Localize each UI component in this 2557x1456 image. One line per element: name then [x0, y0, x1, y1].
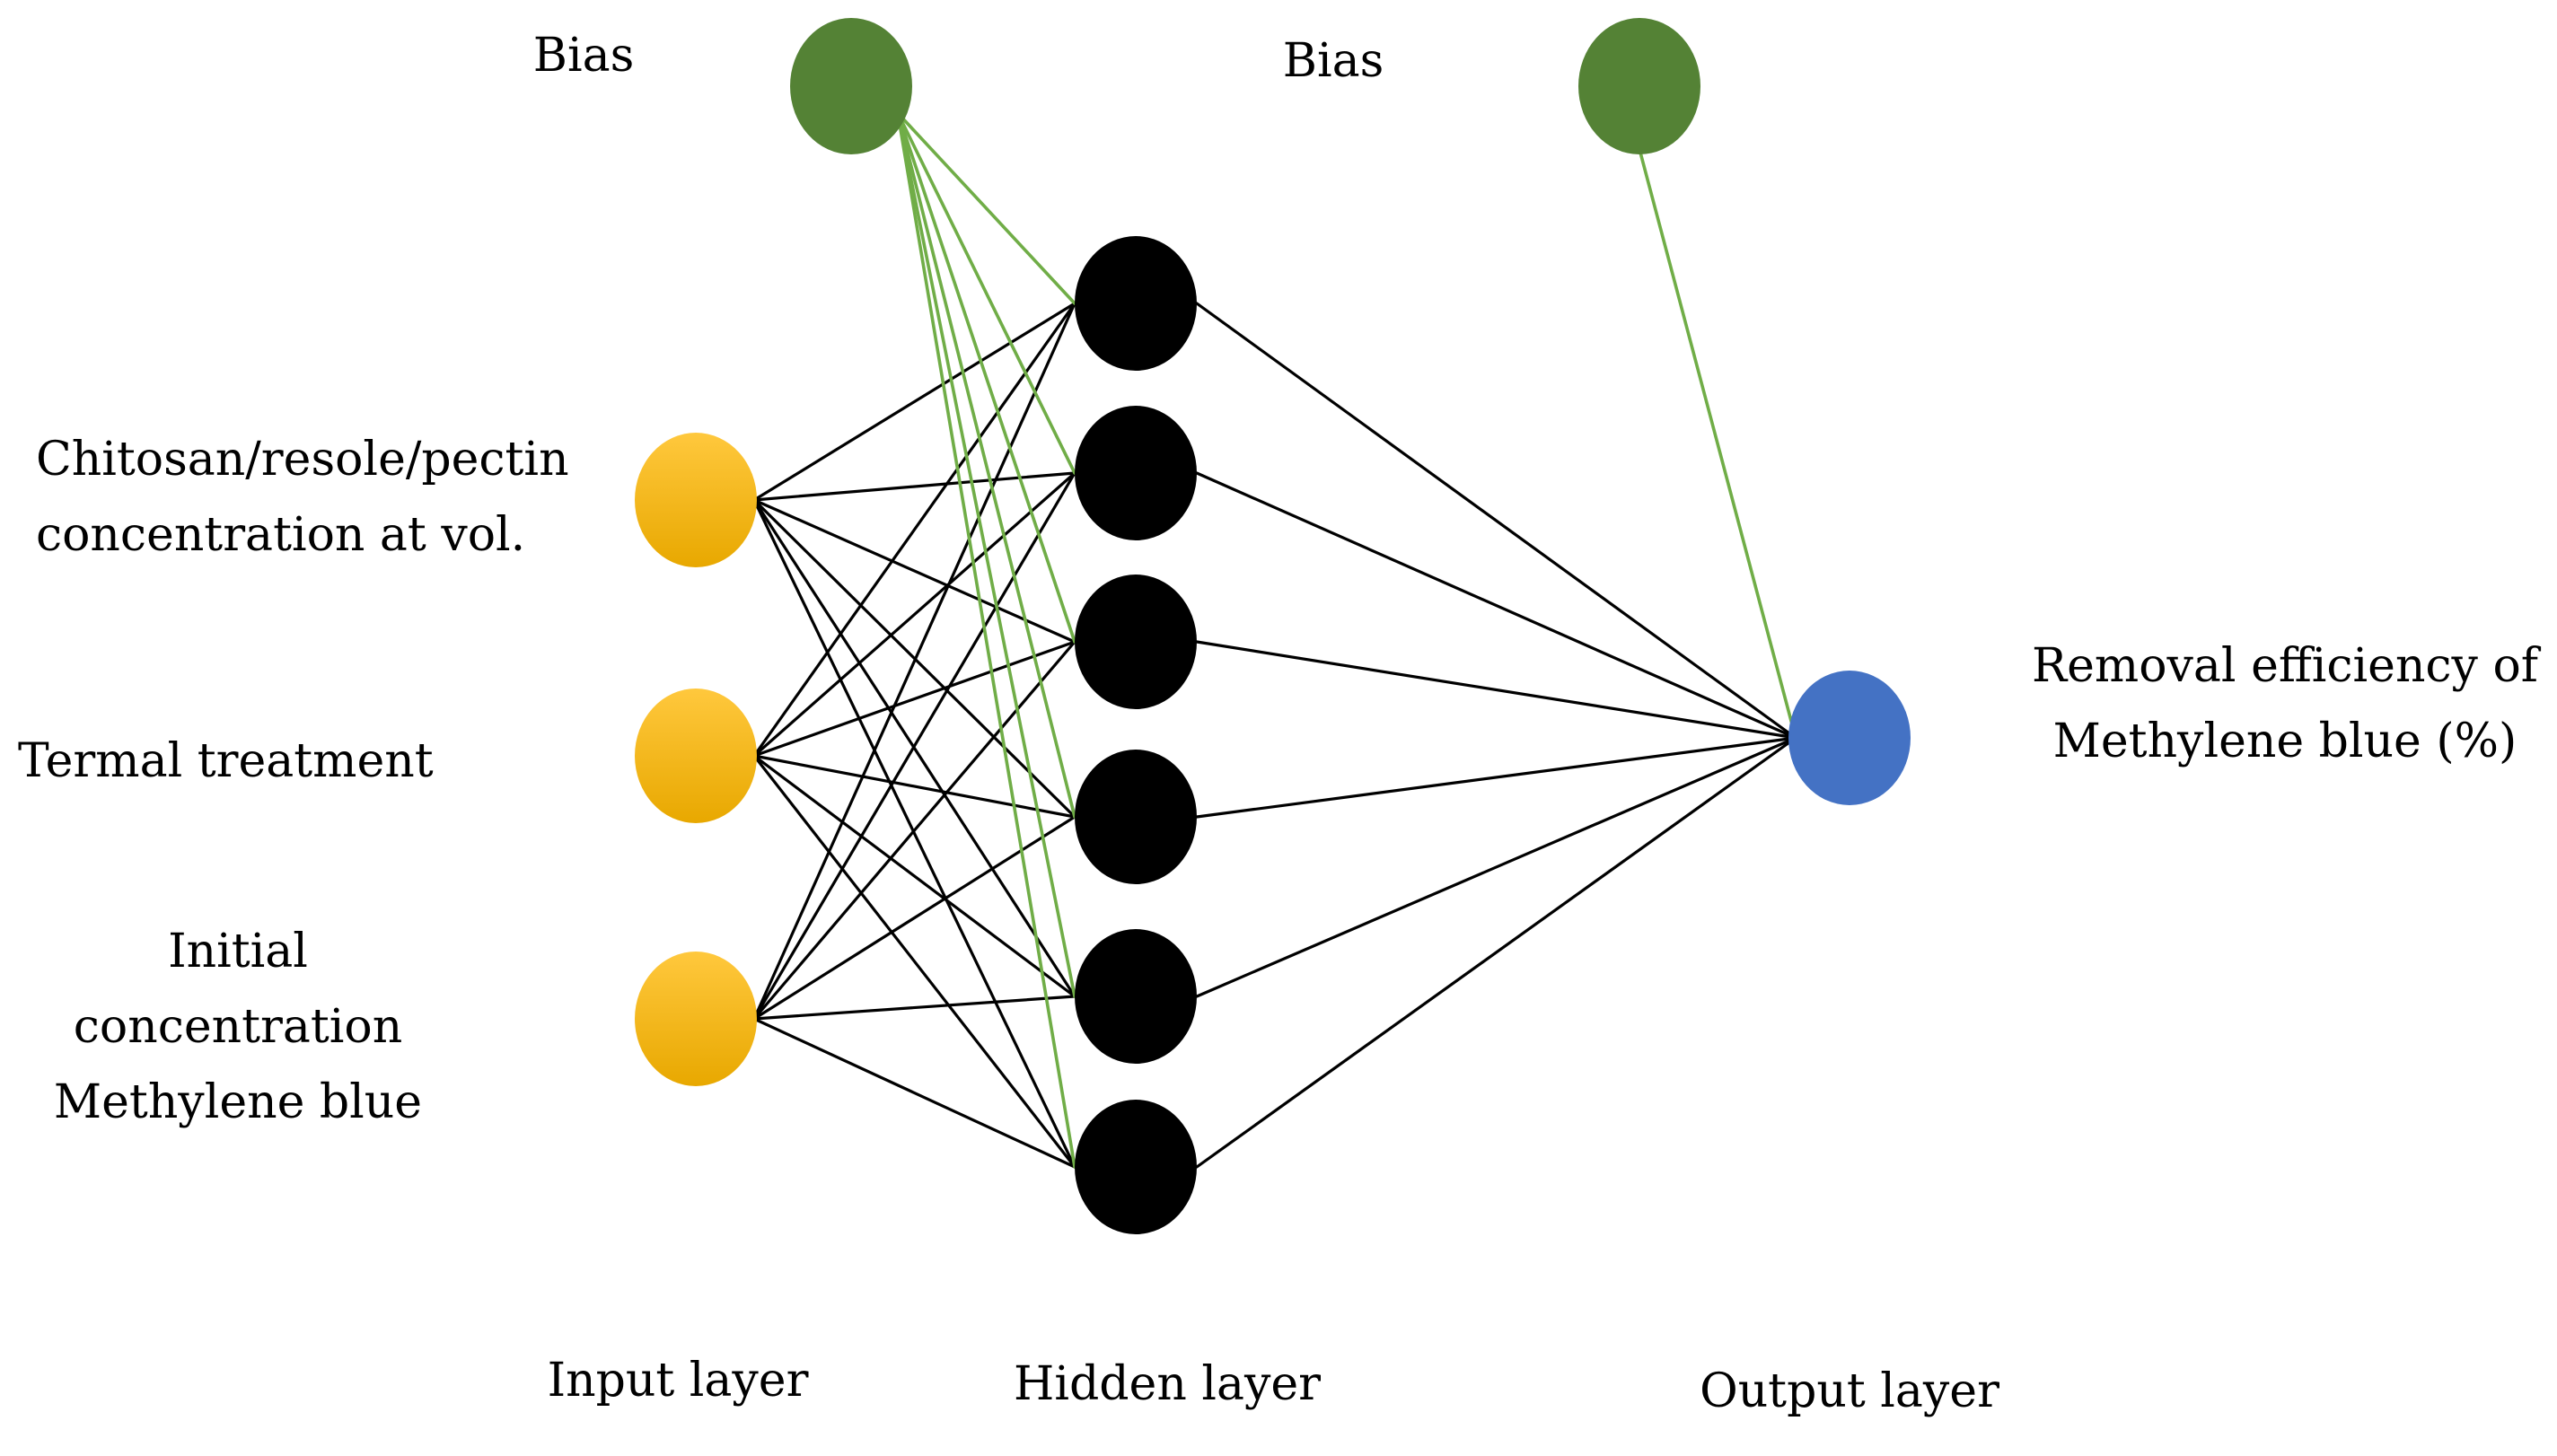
edge-hidden-4-output: [1195, 736, 1797, 819]
layer-label-hidden: Hidden layer: [1014, 1357, 1321, 1411]
hidden-node-3: [1075, 575, 1197, 709]
edge-bias-hidden-1: [896, 111, 1076, 305]
edge-input-3-hidden-1: [752, 302, 1076, 1021]
edge-input-1-hidden-6: [752, 498, 1076, 1169]
input-label-thermal: Termal treatment: [18, 734, 434, 788]
input-label-initial-concentration: Initial concentration Methylene blue: [53, 925, 423, 1129]
edge-input-2-hidden-2: [752, 471, 1076, 758]
input-node-1: [635, 433, 757, 567]
hidden-node-6: [1075, 1100, 1197, 1234]
edge-input-3-hidden-4: [752, 815, 1076, 1021]
edge-input-3-hidden-3: [752, 640, 1076, 1021]
edge-hidden-6-output: [1195, 736, 1797, 1169]
edge-hidden-1-output: [1195, 302, 1797, 740]
edge-input-2-hidden-5: [752, 754, 1076, 998]
output-label: Removal efficiency of Methylene blue (%): [2031, 639, 2539, 768]
hidden-node-1: [1075, 236, 1197, 371]
input-label-concentration: Chitosan/resole/pectin concentration at …: [36, 433, 569, 562]
layer-label-output: Output layer: [1700, 1364, 1999, 1418]
input-node-3: [635, 952, 757, 1086]
bias-label-left: Bias: [532, 29, 635, 83]
hidden-node-4: [1075, 750, 1197, 884]
hidden-node-2: [1075, 406, 1197, 540]
bias-label-right: Bias: [1282, 34, 1384, 88]
edge-hidden-2-output: [1195, 471, 1797, 740]
edge-input-3-hidden-2: [752, 471, 1076, 1021]
output-node: [1788, 671, 1911, 805]
edge-input-2-hidden-6: [752, 754, 1076, 1169]
bias-node-right: [1578, 18, 1700, 154]
edge-bias-hidden-6: [896, 111, 1076, 1169]
network-nodes: [635, 18, 1911, 1234]
input-node-2: [635, 689, 757, 823]
bias-node-left: [790, 18, 912, 154]
edge-bias-output: [1638, 147, 1797, 740]
edge-input-1-hidden-3: [752, 498, 1076, 644]
edge-bias-hidden-2: [896, 111, 1076, 475]
bias-connection-lines: [896, 111, 1797, 1169]
edge-bias-hidden-5: [896, 111, 1076, 998]
edge-bias-hidden-3: [896, 111, 1076, 644]
edge-hidden-5-output: [1195, 736, 1797, 998]
edge-input-2-hidden-1: [752, 302, 1076, 758]
edge-input-2-hidden-4: [752, 754, 1076, 819]
layer-label-input: Input layer: [547, 1354, 809, 1408]
edge-input-1-hidden-1: [752, 302, 1076, 502]
edge-input-3-hidden-5: [752, 995, 1076, 1021]
connection-lines: [752, 302, 1797, 1169]
hidden-node-5: [1075, 929, 1197, 1064]
edge-input-3-hidden-6: [752, 1017, 1076, 1169]
edge-input-2-hidden-3: [752, 640, 1076, 758]
edge-hidden-3-output: [1195, 640, 1797, 740]
edge-bias-hidden-4: [896, 111, 1076, 819]
